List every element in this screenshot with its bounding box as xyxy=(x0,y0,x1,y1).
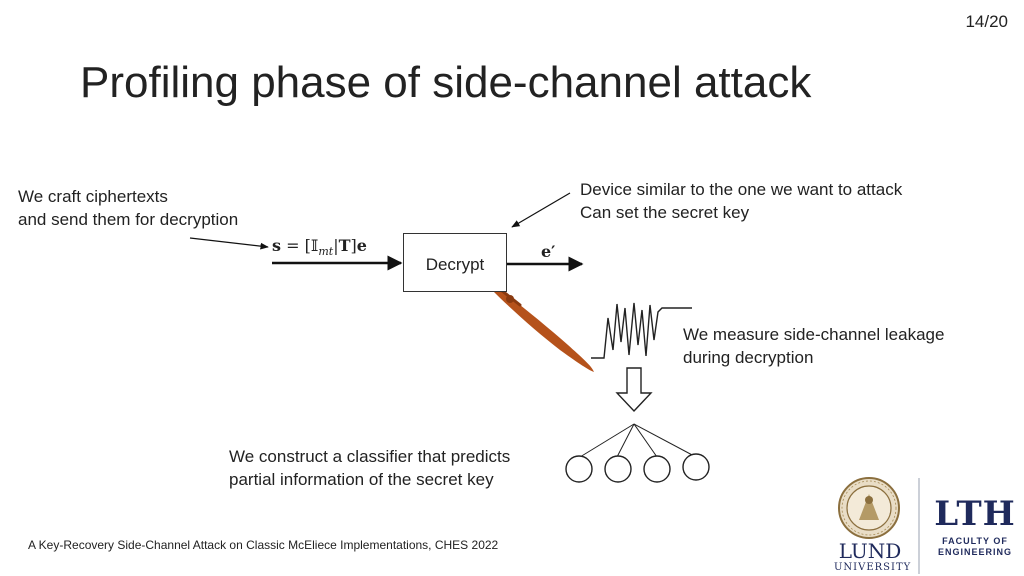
formula-identity: 𝕀 xyxy=(310,236,319,255)
formula-s: s xyxy=(272,236,282,255)
leakage-trace xyxy=(591,302,692,359)
lund-wordmark: LUND xyxy=(838,539,902,563)
craft-note: We craft ciphertexts and send them for d… xyxy=(18,185,238,231)
device-pointer-arrow xyxy=(511,192,571,228)
input-formula: s = [𝕀mt|T]e xyxy=(272,236,367,258)
decrypt-box: Decrypt xyxy=(403,233,507,292)
formula-subscript: mt xyxy=(318,245,334,259)
formula-close: ] xyxy=(350,236,357,255)
lth-sub-line1: FACULTY OF xyxy=(942,536,1008,546)
craft-note-line2: and send them for decryption xyxy=(18,210,239,229)
lund-seal-icon xyxy=(838,477,900,539)
classifier-note-line2: partial information of the secret key xyxy=(229,470,494,489)
citation-footer: A Key-Recovery Side-Channel Attack on Cl… xyxy=(28,538,499,552)
device-note-line1: Device similar to the one we want to att… xyxy=(580,180,903,199)
classifier-note: We construct a classifier that predicts … xyxy=(229,445,510,491)
slide-title: Profiling phase of side-channel attack xyxy=(80,58,812,107)
formula-e: e xyxy=(356,236,367,255)
page-number: 14/20 xyxy=(965,12,1008,31)
formula-T: T xyxy=(338,236,351,255)
formula-eq: = [ xyxy=(281,236,311,255)
device-note-line2: Can set the secret key xyxy=(580,203,750,222)
craft-pointer-arrow xyxy=(189,237,269,250)
lund-university-logo: LUND UNIVERSITY xyxy=(834,539,912,574)
classifier-tree xyxy=(565,423,710,483)
classifier-note-line1: We construct a classifier that predicts xyxy=(229,447,511,466)
output-label: e′ xyxy=(541,242,556,261)
measure-note-line1: We measure side-channel leakage xyxy=(683,325,945,344)
down-arrow-icon xyxy=(615,367,653,413)
measure-note-line2: during decryption xyxy=(683,348,814,367)
craft-note-line1: We craft ciphertexts xyxy=(18,187,168,206)
lth-wordmark: LTH xyxy=(934,494,1016,534)
formula-bar: | xyxy=(333,236,339,255)
university-wordmark: UNIVERSITY xyxy=(834,562,912,573)
lth-logo: LTH FACULTY OF ENGINEERING xyxy=(934,494,1016,558)
decrypt-label: Decrypt xyxy=(425,255,485,274)
measure-note: We measure side-channel leakage during d… xyxy=(683,323,944,369)
probe-icon xyxy=(493,284,594,372)
lth-sub-line2: ENGINEERING xyxy=(937,547,1012,557)
device-note: Device similar to the one we want to att… xyxy=(580,178,902,224)
